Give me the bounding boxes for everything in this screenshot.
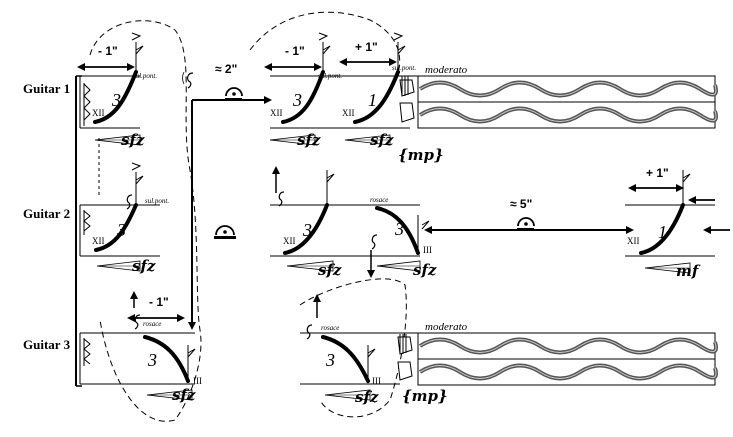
g3-wavy-box: [417, 332, 718, 386]
g2-timing-end: + 1": [646, 166, 669, 180]
g1-string-xii-3: XII: [342, 108, 355, 118]
dashed-region-left: [89, 20, 202, 422]
g2-finger-3-a: 3: [116, 220, 126, 240]
g1-hand-icon: [399, 76, 415, 123]
transition-arrow-g1: [188, 96, 272, 330]
g2-ear-icon-3: [371, 234, 378, 250]
g1-dynamic-sfz-3: sfz: [370, 131, 394, 149]
instrument-label-guitar-1: Guitar 1: [23, 81, 70, 96]
g2-sul-pont: sul.pont.: [145, 197, 169, 205]
g3-left-gesture: - 1" rosace III 3 sfz: [127, 291, 202, 404]
g2-string-xii-2: XII: [283, 236, 296, 246]
g1-sul-pont-3: sul.pont.: [392, 64, 416, 72]
g1-sul-pont-2: sul.pont.: [318, 72, 342, 80]
g2-dynamic-mf: mf: [676, 262, 701, 280]
guitar-2-left-staff: [79, 204, 160, 257]
g3-timing-1: - 1": [149, 295, 169, 309]
instrument-label-guitar-3: Guitar 3: [23, 337, 71, 352]
guitar-1-strum-icon: [83, 83, 91, 126]
g3-dynamic-sfz-2: sfz: [355, 388, 379, 406]
g1-gesture-3: + 1" sul.pont. XII 1 sfz {mp}: [339, 32, 444, 164]
fermata-icon-2: [214, 225, 236, 239]
g1-dynamic-mp: {mp}: [398, 146, 444, 164]
dashed-region-bottom: [299, 278, 407, 418]
g1-timing-2: - 1": [285, 44, 305, 58]
g1-timing-1: - 1": [98, 44, 118, 58]
g3-rosace-1: rosace: [143, 320, 161, 328]
g3-string-iii-1: III: [193, 376, 202, 386]
g1-gesture-2: - 1" sul.pont. XII 3 sfz: [264, 32, 342, 149]
guitar-3-strum-icon: [83, 338, 91, 366]
g2-finger-3-b: 3: [302, 220, 312, 240]
g3-moderato: moderato: [425, 321, 468, 333]
ear-icon: [182, 71, 194, 89]
instrument-label-guitar-2: Guitar 2: [23, 206, 70, 221]
g2-fermata-duration: ≈ 5": [510, 197, 532, 211]
g3-hand-icon: [397, 334, 413, 381]
g2-dynamic-sfz-2: sfz: [318, 261, 342, 279]
g2-dynamic-sfz-3: sfz: [413, 261, 437, 279]
g3-ear-icon-2: [306, 324, 313, 340]
g1-finger-3-a: 3: [111, 90, 121, 110]
g1-finger-3-b: 3: [292, 90, 302, 110]
guitar-1-left-staff: [79, 75, 140, 129]
g1-dynamic-sfz-2: sfz: [297, 131, 321, 149]
g1-timing-3: + 1": [355, 40, 378, 54]
g3-dynamic-mp: {mp}: [402, 387, 448, 405]
g2-gesture-2: XII 3 sfz: [272, 166, 342, 279]
g2-ear-icon-2: [278, 191, 285, 207]
guitar-3-left-staff: [79, 332, 195, 385]
g3-gesture-2: rosace III 3 sfz {mp}: [306, 294, 448, 406]
g3-rosace-2: rosace: [321, 324, 339, 332]
g2-long-duration: ≈ 5": [424, 197, 634, 234]
g2-string-xii-1: XII: [92, 236, 105, 246]
g2-finger-1: 1: [658, 222, 667, 242]
g2-gesture-3: rosace III 3 sfz: [367, 196, 437, 279]
g2-dynamic-sfz-1: sfz: [132, 257, 156, 275]
g3-dynamic-sfz-1: sfz: [172, 386, 196, 404]
g2-left-gesture: sul.pont. XII 3 sfz: [92, 162, 169, 275]
g1-dynamic-sfz-1: sfz: [121, 131, 145, 149]
g1-string-xii-1: XII: [92, 108, 105, 118]
g3-ear-icon-left: [134, 314, 141, 330]
g1-finger-1: 1: [368, 90, 377, 110]
g1-moderato: moderato: [425, 64, 468, 76]
g2-finger-3-c: 3: [394, 219, 404, 239]
guitar-2-strum-icon: [83, 210, 91, 235]
system-bracket: [75, 75, 82, 387]
g3-string-iii-2: III: [372, 376, 381, 386]
g1-sul-pont-1: sul.pont.: [133, 72, 157, 80]
g1-gesture-1: - 1" sul.pont. XII 3 sfz: [77, 32, 157, 149]
dashed-region-middle: [249, 11, 401, 81]
g2-string-iii: III: [423, 245, 432, 255]
g2-string-xii-3: XII: [627, 236, 640, 246]
g2-ear-icon-left: [126, 194, 133, 210]
g2-gesture-end: + 1" XII 1 mf: [627, 166, 730, 280]
g3-finger-3-b: 3: [325, 350, 335, 370]
g3-finger-3-a: 3: [147, 350, 157, 370]
g1-fermata-duration: ≈ 2": [215, 62, 237, 76]
g2-middle-staff: [270, 204, 420, 257]
g2-rosace: rosace: [370, 196, 388, 204]
g1-string-xii-2: XII: [270, 108, 283, 118]
g1-wavy-box: [417, 75, 718, 129]
g2-right-staff: [625, 204, 715, 257]
